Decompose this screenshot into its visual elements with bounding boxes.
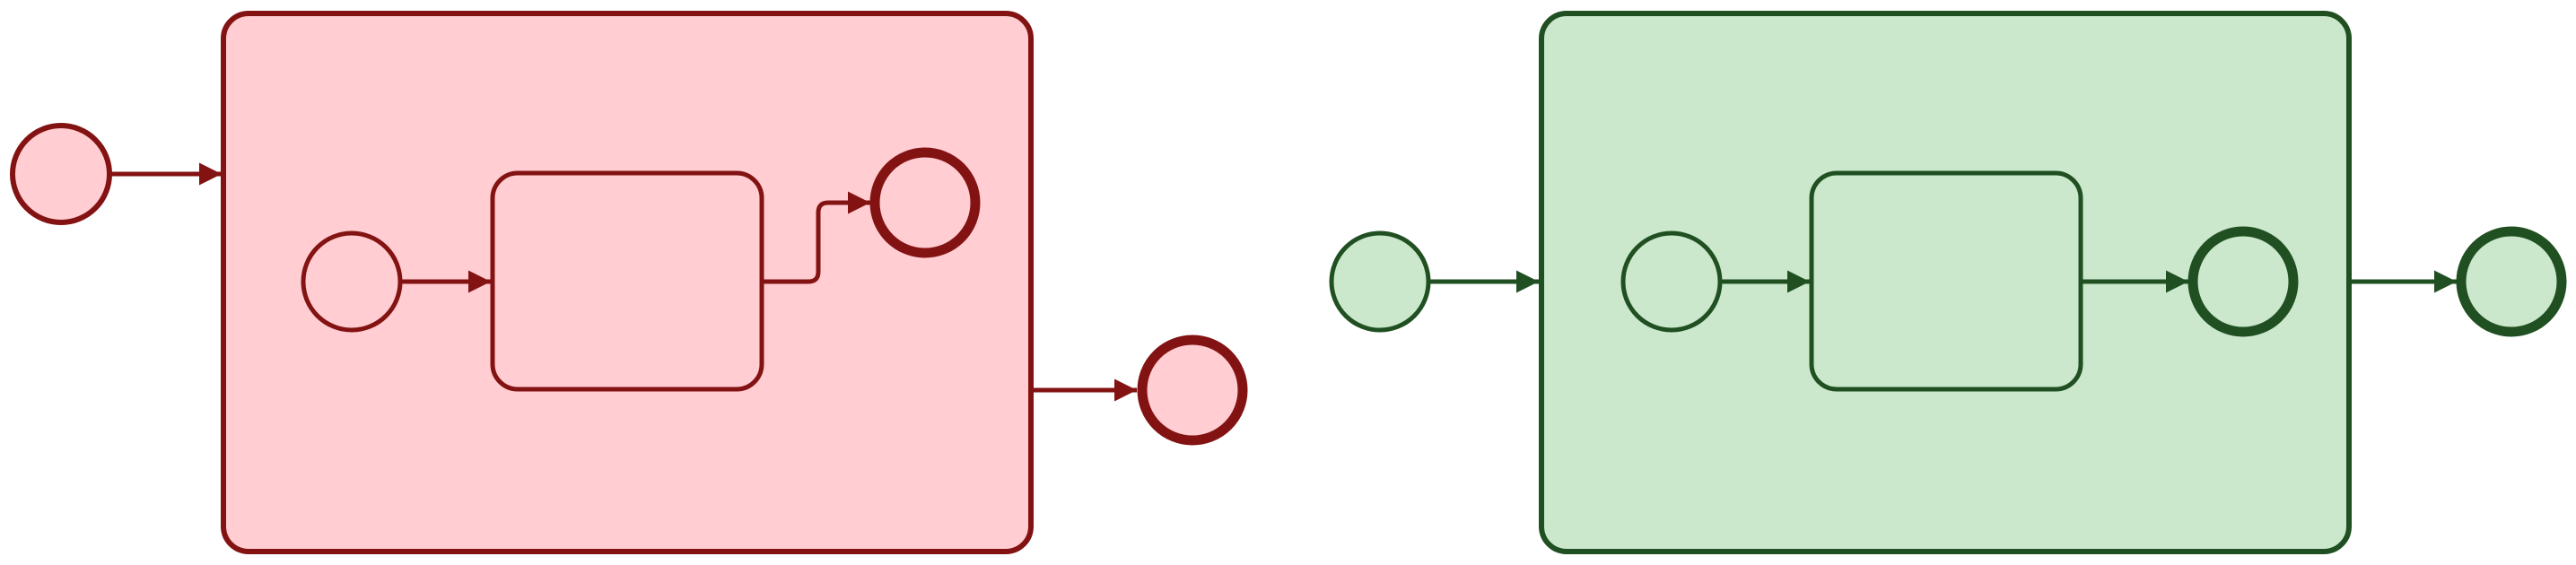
green-inner-end-event[interactable] [2187,226,2299,337]
red-task[interactable] [490,170,764,392]
red-inner-end-event[interactable] [869,147,981,258]
green-inner-start-event[interactable] [1620,230,1723,333]
red-outer-end-event[interactable] [1137,335,1248,446]
red-sequence-flow-task-to-inner-end[interactable] [762,191,870,284]
green-process-diagram [1329,11,2567,554]
red-outer-start-event[interactable] [10,123,112,225]
green-task[interactable] [1809,170,2083,392]
red-inner-start-event[interactable] [301,230,403,333]
red-process-diagram [10,11,1248,554]
green-outer-start-event[interactable] [1329,230,1431,333]
green-outer-end-event[interactable] [2456,226,2567,337]
